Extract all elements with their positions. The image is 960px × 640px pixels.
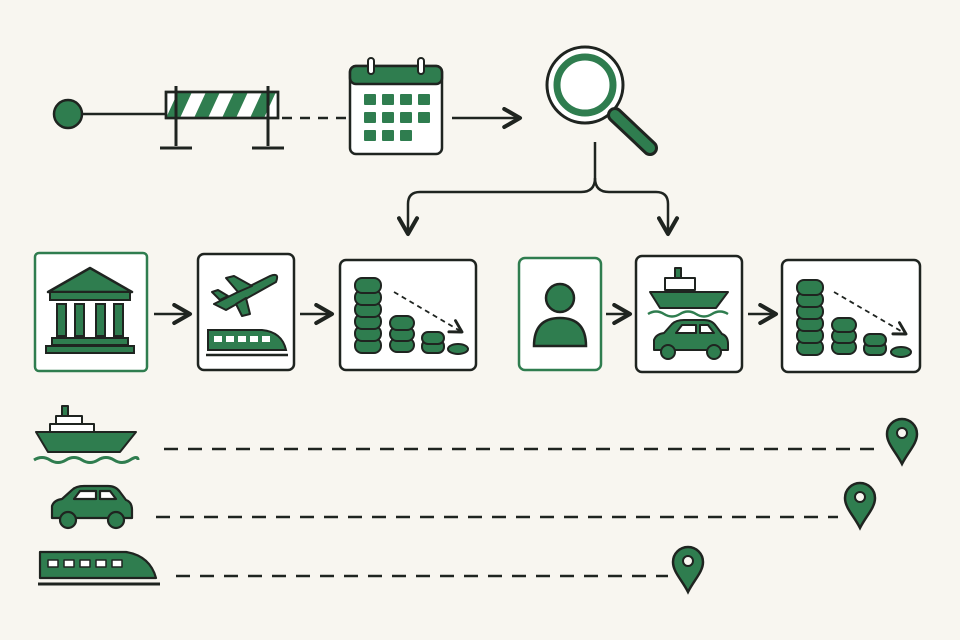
car-icon-small	[653, 319, 729, 360]
journey-train	[38, 545, 705, 595]
road-barrier-icon	[160, 86, 284, 150]
coins-decreasing-icon	[354, 277, 469, 355]
transport-box-right	[634, 254, 744, 374]
start-dot-icon	[52, 98, 84, 130]
transport-box-left	[196, 252, 296, 372]
bank-box	[33, 251, 149, 373]
calendar-icon	[348, 57, 444, 156]
coins-box-right	[780, 258, 922, 374]
trend-down-arrow	[833, 291, 908, 336]
map-pin-icon	[671, 545, 705, 595]
person-box	[517, 256, 603, 372]
train-icon	[38, 550, 160, 586]
coins-box-left	[338, 258, 478, 372]
journey-ship	[33, 405, 919, 467]
person-icon	[532, 282, 588, 348]
coins-decreasing-icon	[796, 279, 912, 358]
car-icon	[50, 484, 134, 530]
map-pin-icon	[885, 417, 919, 467]
journey-car	[50, 481, 877, 531]
bank-icon	[45, 266, 135, 354]
ship-icon-small	[647, 267, 729, 318]
plane-icon	[211, 273, 279, 317]
train-icon-small	[206, 329, 288, 357]
magnifier-icon	[545, 45, 658, 156]
ship-icon	[33, 405, 140, 464]
map-pin-icon	[843, 481, 877, 531]
trend-down-arrow	[393, 291, 464, 334]
branch-connector	[396, 142, 680, 237]
